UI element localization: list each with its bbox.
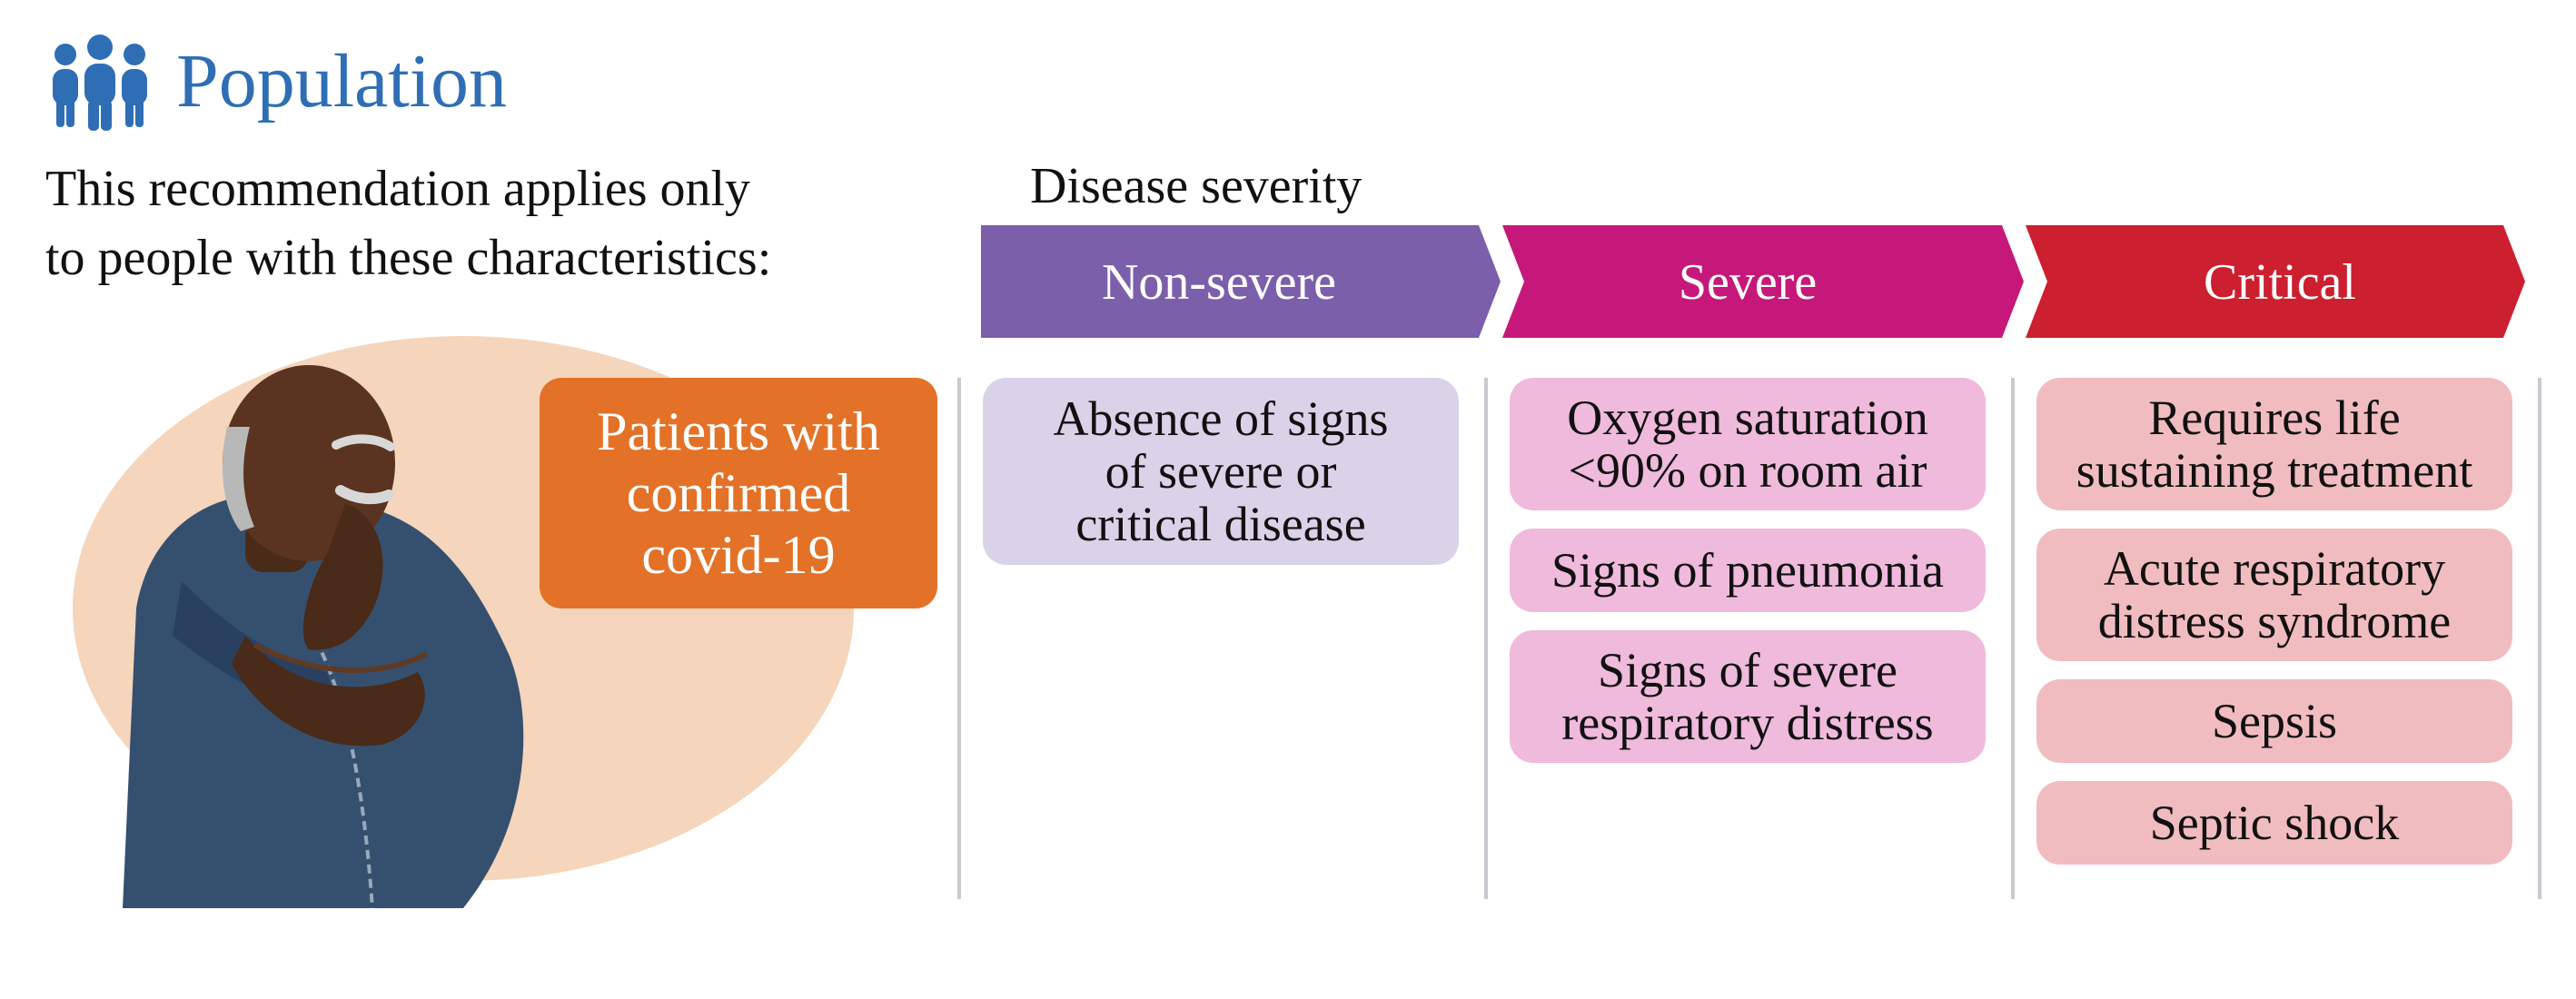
card-line: respiratory distress [1561,696,1934,750]
column-divider [2011,378,2015,899]
card-line: Acute respiratory [2103,541,2446,596]
card-line: Signs of severe [1598,643,1897,697]
population-box: Patients with confirmed covid-19 [540,378,937,608]
card-severe: Oxygen saturation <90% on room air [1510,378,1986,510]
population-line: Patients with [597,401,880,461]
card-critical: Sepsis [2036,679,2512,763]
card-severe: Signs of severe respiratory distress [1510,630,1986,763]
card-line: Signs of pneumonia [1551,543,1944,598]
column-divider [1484,378,1488,899]
population-line: confirmed [626,463,851,523]
card-line: sustaining treatment [2076,443,2473,498]
title-row: Population [45,27,507,136]
arrow-label-non-severe: Non-severe [1102,254,1336,311]
arrow-label-critical: Critical [2204,254,2356,311]
card-line: Absence of signs [1053,391,1389,446]
card-line: Requires life [2148,391,2401,445]
column-divider [2538,378,2541,899]
severity-arrows: Non-severe Severe Critical [981,225,2525,338]
intro-text: This recommendation applies only to peop… [45,154,954,292]
column-divider [957,378,961,899]
arrow-critical [2026,225,2525,338]
card-critical: Acute respiratory distress syndrome [2036,529,2512,661]
card-line: <90% on room air [1568,443,1927,498]
disease-severity-label: Disease severity [1030,158,1362,214]
arrow-non-severe [981,225,1501,338]
population-line: covid-19 [641,525,836,585]
intro-line: to people with these characteristics: [45,230,772,286]
card-severe: Signs of pneumonia [1510,529,1986,612]
people-group-icon [53,35,147,131]
card-line: Septic shock [2149,796,2400,850]
card-line: Oxygen saturation [1567,391,1928,445]
card-line: Sepsis [2211,694,2338,748]
card-critical: Requires life sustaining treatment [2036,378,2512,510]
card-line: distress syndrome [2097,594,2452,648]
card-critical: Septic shock [2036,781,2512,865]
arrow-label-severe: Severe [1679,254,1817,311]
card-line: of severe or [1105,444,1337,499]
intro-line: This recommendation applies only [45,161,751,217]
card-line: critical disease [1075,497,1366,551]
arrow-severe [1502,225,2024,338]
card-non-severe: Absence of signs of severe or critical d… [983,378,1459,565]
page-title: Population [176,39,508,124]
